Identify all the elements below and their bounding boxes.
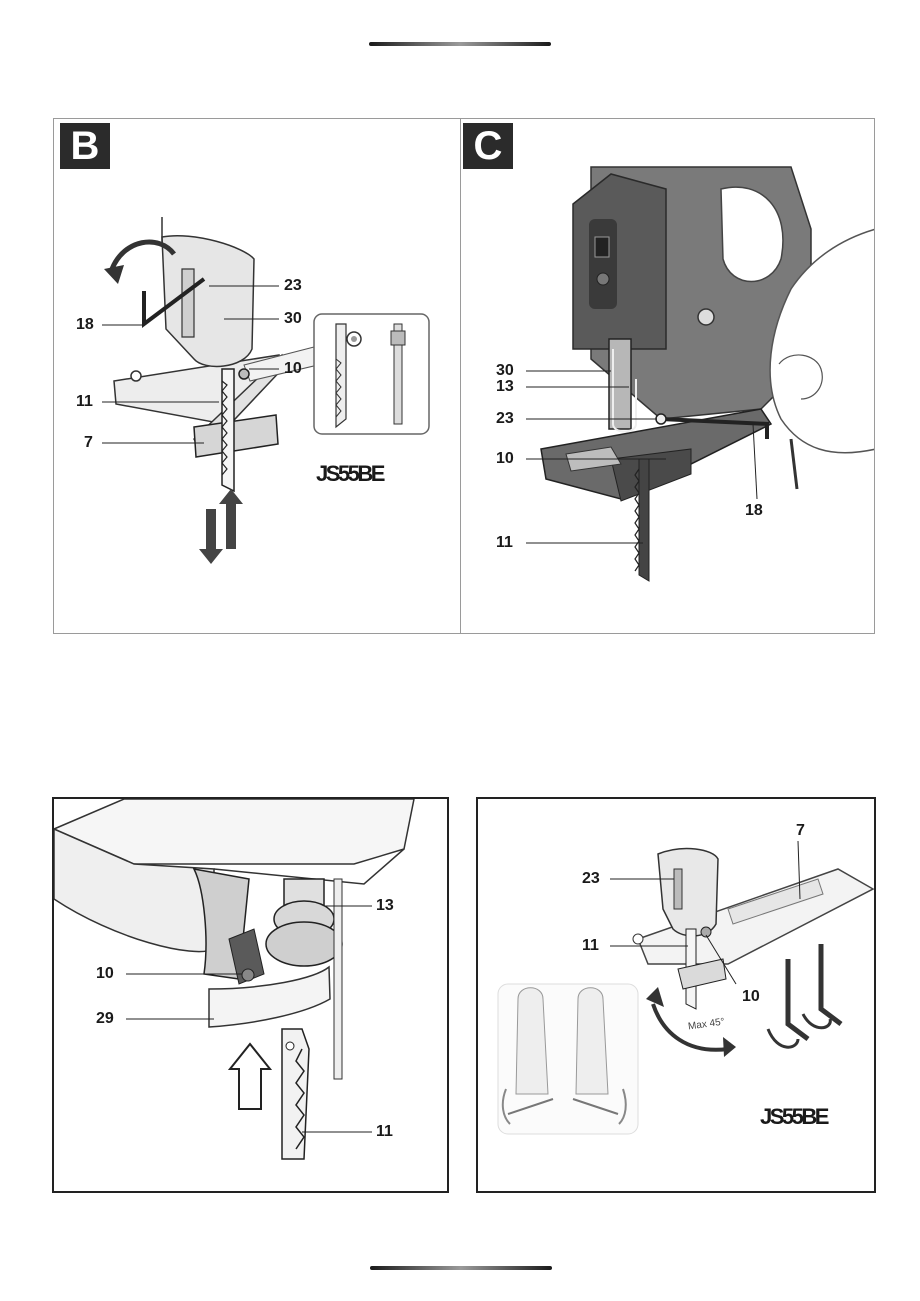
figure-c-label-11: 11: [496, 534, 513, 551]
top-rule: [369, 42, 551, 46]
figure-e-label-11: 11: [582, 937, 599, 954]
figure-b-label-23: 23: [284, 277, 302, 294]
figure-c-label-10: 10: [496, 450, 514, 467]
figure-d-illustration: [54, 799, 415, 1160]
figure-d-label-11: 11: [376, 1123, 393, 1140]
bottom-rule: [370, 1266, 552, 1270]
figure-b-label-30: 30: [284, 310, 302, 327]
figure-b-label-10: 10: [284, 360, 302, 377]
figure-e-label-7: 7: [796, 822, 805, 839]
figure-b-badge: B: [60, 123, 110, 169]
figure-c-label-23: 23: [496, 410, 514, 427]
figure-b-label-11: 11: [76, 393, 93, 410]
figure-e-panel: 7 23 11 10 Max 45° JS55BE: [476, 797, 876, 1193]
figure-e-model-name: JS55BE: [760, 1104, 829, 1129]
figure-b-illustration: [102, 217, 430, 564]
figure-d-label-29: 29: [96, 1010, 114, 1027]
figure-c-label-18: 18: [745, 502, 763, 519]
figure-c-badge: C: [463, 123, 513, 169]
figure-d-label-10: 10: [96, 965, 114, 982]
figure-d-panel: 13 10 29 11: [52, 797, 449, 1193]
figure-c-label-13: 13: [496, 378, 514, 395]
figure-e-label-23: 23: [582, 870, 600, 887]
figure-b-label-7: 7: [84, 434, 93, 451]
figure-b-panel: B: [53, 118, 461, 634]
figure-c-illustration: [526, 166, 874, 582]
figure-b-model-name: JS55BE: [316, 461, 385, 486]
figure-e-label-10: 10: [742, 988, 760, 1005]
figure-d-label-13: 13: [376, 897, 394, 914]
figure-c-label-30: 30: [496, 362, 514, 379]
figure-e-illustration: [497, 840, 874, 1135]
figure-c-panel: C 30 13 23: [460, 118, 875, 634]
figure-b-label-18: 18: [76, 316, 94, 333]
